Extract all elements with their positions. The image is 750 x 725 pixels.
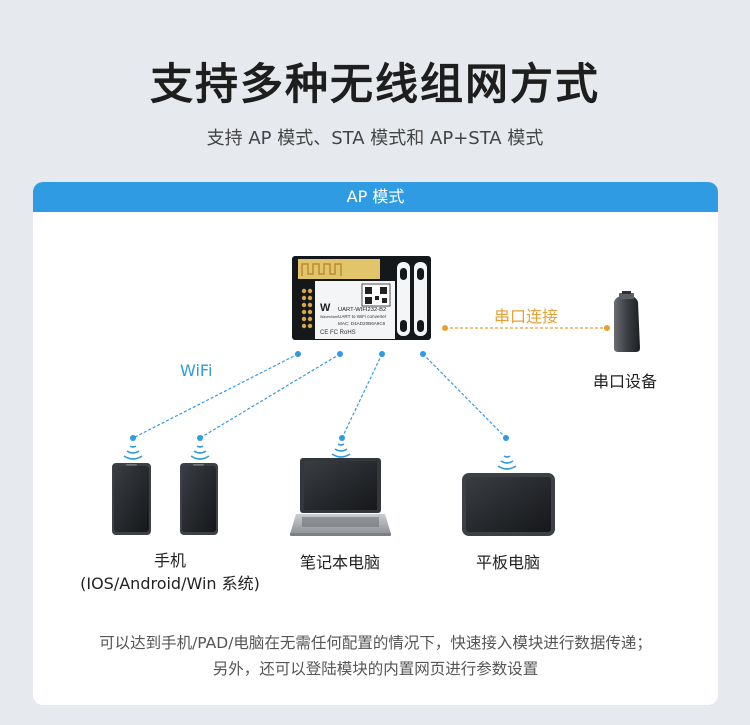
svg-text:W: W: [320, 302, 331, 314]
page-subtitle: 支持 AP 模式、STA 模式和 AP+STA 模式: [206, 128, 544, 149]
wifi-signal-icons: [123, 443, 517, 470]
module-subtitle: UART to WiFi converter: [338, 314, 387, 319]
page-title: 支持多种无线组网方式: [150, 60, 600, 110]
serial-device-icon: [614, 291, 640, 352]
phone-label: 手机 (IOS/Android/Win 系统): [60, 549, 280, 595]
module-mac: MAC: D4AD20B6A9C6: [338, 321, 386, 326]
wifi-link-phone2: [199, 353, 341, 439]
serial-link: [442, 325, 610, 331]
phone-label-line2: (IOS/Android/Win 系统): [80, 574, 260, 593]
mode-header: AP 模式: [33, 182, 718, 212]
wifi-links: [132, 353, 507, 439]
wifi-icon-laptop: [331, 443, 351, 458]
serial-device-label: 串口设备: [592, 372, 657, 391]
description-line1: 可以达到手机/PAD/电脑在无需任何配置的情况下，快速接入模块进行数据传递；: [99, 634, 652, 652]
wifi-link-phone1: [132, 353, 299, 439]
module-brand: Waveshare: [320, 315, 338, 319]
tablet-label: 平板电脑: [475, 553, 540, 572]
description-line2: 另外，还可以登陆模块的内置网页进行参数设置: [212, 660, 539, 678]
tablet-icon: [462, 473, 555, 536]
serial-link-label: 串口连接: [494, 307, 559, 326]
wifi-link-dots: [130, 351, 509, 441]
phone-icon: [180, 463, 218, 535]
wifi-link-tablet: [422, 353, 507, 439]
laptop-label: 笔记本电脑: [299, 553, 380, 572]
wifi-icon-phone2: [190, 445, 210, 460]
module-marks: CE FC RoHS: [320, 330, 356, 336]
module-name: UART-WIFI232-B2: [338, 307, 386, 313]
phone-icon: [112, 463, 151, 535]
wifi-link-label: WiFi: [180, 361, 213, 380]
laptop-icon: [290, 458, 391, 536]
phone-label-line1: 手机: [153, 551, 186, 570]
wifi-icon-tablet: [497, 455, 517, 470]
description: 可以达到手机/PAD/电脑在无需任何配置的情况下，快速接入模块进行数据传递； 另…: [33, 630, 718, 682]
wifi-module: W UART-WIFI232-B2 UART to WiFi converter…: [292, 256, 431, 340]
wifi-link-laptop: [341, 353, 383, 439]
wifi-icon-phone1: [123, 445, 143, 460]
